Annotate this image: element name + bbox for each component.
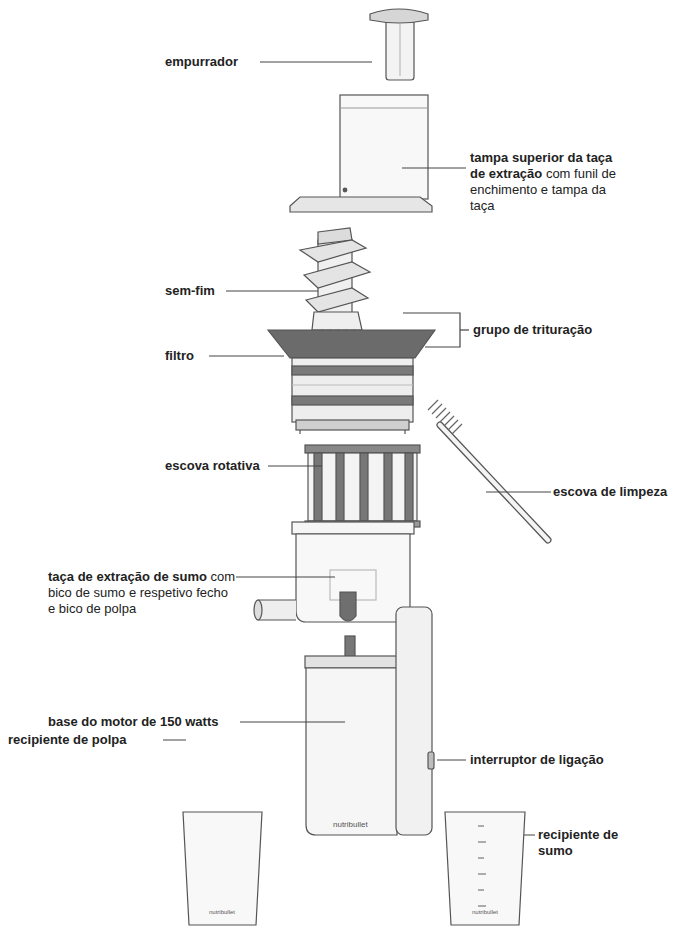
label-box: nutribullet (472, 908, 498, 916)
brand-mark: nutribullet (209, 909, 235, 915)
label-box: recipiente de sumo (538, 827, 648, 859)
part-label: taça de extração de sumo (48, 569, 207, 584)
part-label: base do motor de 150 watts (48, 714, 219, 729)
label-box: sem-fim (165, 283, 215, 299)
label-group: tampa superior da taça de extração com f… (470, 150, 630, 214)
brand-mark: nutribullet (333, 820, 368, 829)
part-label: interruptor de ligação (470, 752, 604, 767)
label-box: nutribullet (209, 908, 235, 916)
label-box: grupo de trituração (473, 322, 592, 338)
part-label: escova de limpeza (553, 484, 667, 499)
label-box: filtro (165, 348, 194, 364)
part-label: escova rotativa (165, 458, 260, 473)
part-label: filtro (165, 348, 194, 363)
brand-mark: nutribullet (472, 909, 498, 915)
label-box: escova de limpeza (553, 484, 667, 500)
label-box: recipiente de polpa (8, 732, 126, 748)
label-group: taça de extração de sumo com bico de sum… (48, 569, 238, 617)
label-box: base do motor de 150 watts (48, 714, 219, 730)
label-box: escova rotativa (165, 458, 260, 474)
label-box: interruptor de ligação (470, 752, 604, 768)
label-box: nutribullet (333, 820, 368, 830)
part-label: sem-fim (165, 283, 215, 298)
label-box: empurrador (165, 54, 238, 70)
part-label: recipiente de sumo (538, 827, 618, 858)
part-label: recipiente de polpa (8, 732, 126, 747)
group-label: grupo de trituração (473, 322, 592, 337)
part-label: empurrador (165, 54, 238, 69)
